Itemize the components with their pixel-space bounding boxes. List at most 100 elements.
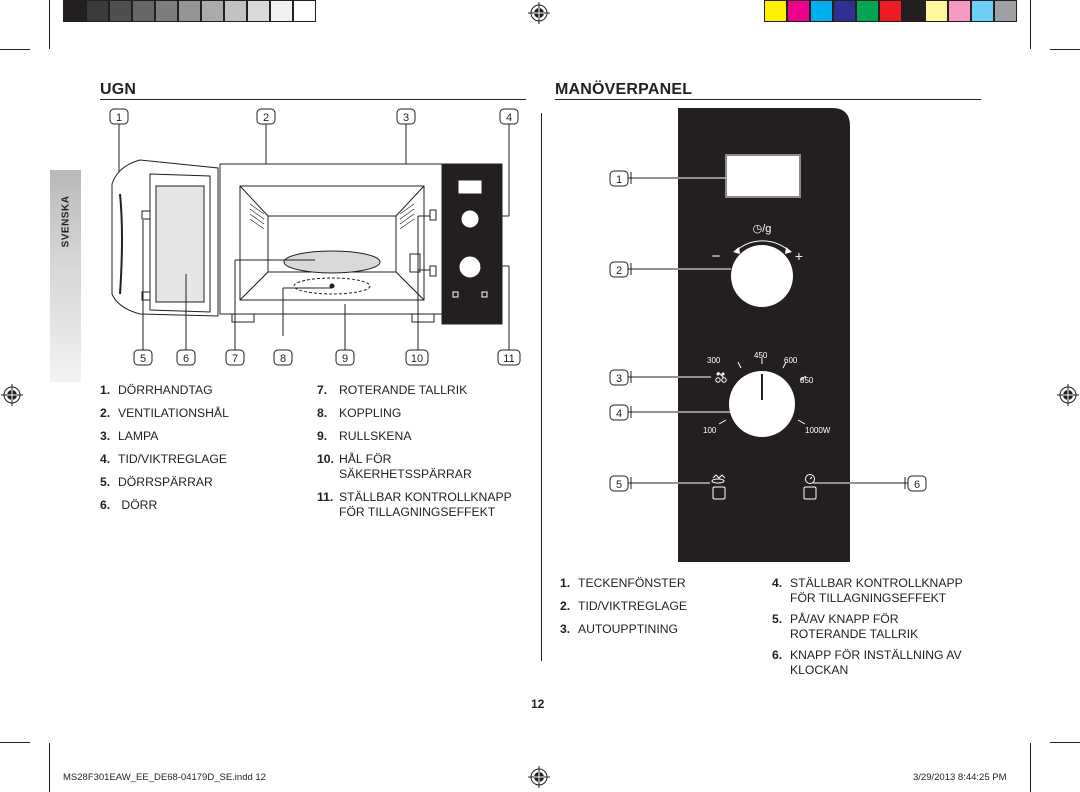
registration-mark-bottom: [528, 766, 550, 788]
oven-illustration: 1 2 3 4: [109, 108, 521, 366]
svg-text:1: 1: [116, 112, 122, 124]
legend-number: 11.: [317, 490, 334, 504]
svg-text:+: +: [795, 248, 803, 264]
legend-number: 6.: [100, 498, 111, 512]
svg-text:850: 850: [800, 376, 814, 385]
panel-legend-left: 1.TECKENFÖNSTER 2.TID/VIKTREGLAGE 3. AUTOUP…: [560, 576, 760, 645]
svg-text:10: 10: [411, 353, 423, 365]
legend-item: 2.VENTILATIONSHÅL: [100, 406, 300, 421]
registration-mark-right: [1057, 384, 1079, 406]
svg-text:2: 2: [616, 265, 622, 277]
color-swatch: [810, 0, 833, 22]
legend-number: 1.: [100, 383, 111, 397]
panel-heading-rule: [555, 99, 981, 100]
color-swatch: [787, 0, 810, 22]
legend-item: 3. LAMPA: [100, 429, 300, 444]
crop-mark: [1050, 742, 1080, 743]
svg-text:5: 5: [140, 353, 146, 365]
legend-text: TID/VIKTREGLAGE: [118, 452, 228, 466]
legend-number: 3.: [560, 622, 571, 636]
crop-mark: [49, 0, 50, 49]
legend-text: LAMPA: [118, 429, 159, 443]
color-swatch: [925, 0, 948, 22]
registration-mark-top: [528, 2, 550, 24]
page-number: 12: [531, 697, 545, 711]
legend-text-continued: SÄKERHETSSPÄRRAR: [339, 467, 472, 481]
svg-text:1000W: 1000W: [805, 426, 831, 435]
color-swatch: [971, 0, 994, 22]
crop-mark: [0, 49, 30, 50]
svg-text:100: 100: [703, 426, 717, 435]
svg-text:6: 6: [914, 479, 920, 491]
color-swatch: [902, 0, 925, 22]
legend-text-continued: KLOCKAN: [790, 663, 849, 677]
legend-text: KOPPLING: [339, 406, 402, 420]
gray-swatch: [293, 0, 316, 22]
callout-top-1: 1: [109, 108, 129, 125]
svg-text:3: 3: [403, 112, 409, 124]
color-swatch: [856, 0, 879, 22]
legend-number: 6.: [772, 648, 783, 662]
gray-swatch: [178, 0, 201, 22]
legend-text-continued: ROTERANDE TALLRIK: [790, 627, 919, 641]
callout-top-2: 2: [256, 108, 276, 125]
gray-swatch: [224, 0, 247, 22]
callout-bottom-10: 10: [405, 349, 429, 366]
legend-text: VENTILATIONSHÅL: [118, 406, 229, 420]
crop-mark: [49, 743, 50, 792]
legend-number: 5.: [100, 475, 111, 489]
callout-bottom-9: 9: [335, 349, 355, 366]
gray-swatch: [247, 0, 270, 22]
gray-swatch: [201, 0, 224, 22]
legend-number: 9.: [317, 429, 328, 443]
callout-bottom-8: 8: [273, 349, 293, 366]
legend-item: 7.ROTERANDE TALLRIK: [317, 383, 537, 398]
legend-text-continued: FÖR TILLAGNINGSEFFEKT: [339, 505, 496, 519]
crop-mark: [0, 742, 30, 743]
legend-number: 3.: [100, 429, 111, 443]
legend-number: 10.: [317, 452, 334, 466]
legend-number: 4.: [100, 452, 111, 466]
svg-text:4: 4: [616, 408, 622, 420]
svg-text:1: 1: [616, 174, 622, 186]
panel-heading: MANÖVERPANEL: [555, 81, 693, 98]
clock-button: [803, 486, 817, 500]
legend-item: 1.TECKENFÖNSTER: [560, 576, 760, 591]
color-swatch: [764, 0, 787, 22]
color-swatch: [948, 0, 971, 22]
svg-text:−: −: [712, 248, 721, 265]
color-swatch: [994, 0, 1017, 22]
legend-text: DÖRR: [118, 498, 158, 512]
legend-item: 1. DÖRRHANDTAG: [100, 383, 300, 398]
legend-text: DÖRRHANDTAG: [118, 383, 213, 397]
footer-timestamp: 3/29/2013 8:44:25 PM: [913, 772, 1007, 783]
language-side-tab: SVENSKA: [50, 170, 81, 382]
legend-number: 7.: [317, 383, 328, 397]
gray-swatch: [86, 0, 109, 22]
legend-text-continued: FÖR TILLAGNINGSEFFEKT: [790, 591, 947, 605]
svg-text:5: 5: [616, 479, 622, 491]
legend-item: 9.RULLSKENA: [317, 429, 537, 444]
legend-item: 3. AUTOUPPTINING: [560, 622, 760, 637]
legend-item: 2.TID/VIKTREGLAGE: [560, 599, 760, 614]
svg-text:9: 9: [342, 353, 348, 365]
crop-mark: [1030, 0, 1031, 49]
legend-text: PÅ/AV KNAPP FÖR: [790, 612, 899, 626]
column-divider: [541, 113, 542, 661]
display-window: [725, 154, 801, 198]
oven-heading-rule: [100, 99, 526, 100]
legend-text: AUTOUPPTINING: [578, 622, 678, 636]
time-weight-dial: [731, 245, 793, 307]
color-swatch: [833, 0, 856, 22]
callout-bottom-5: 5: [133, 349, 153, 366]
crop-mark: [1050, 49, 1080, 50]
legend-number: 4.: [772, 576, 783, 590]
svg-text:4: 4: [506, 112, 512, 124]
legend-text: HÅL FÖR: [339, 452, 392, 466]
svg-text:450: 450: [754, 351, 768, 360]
svg-text:8: 8: [280, 353, 286, 365]
